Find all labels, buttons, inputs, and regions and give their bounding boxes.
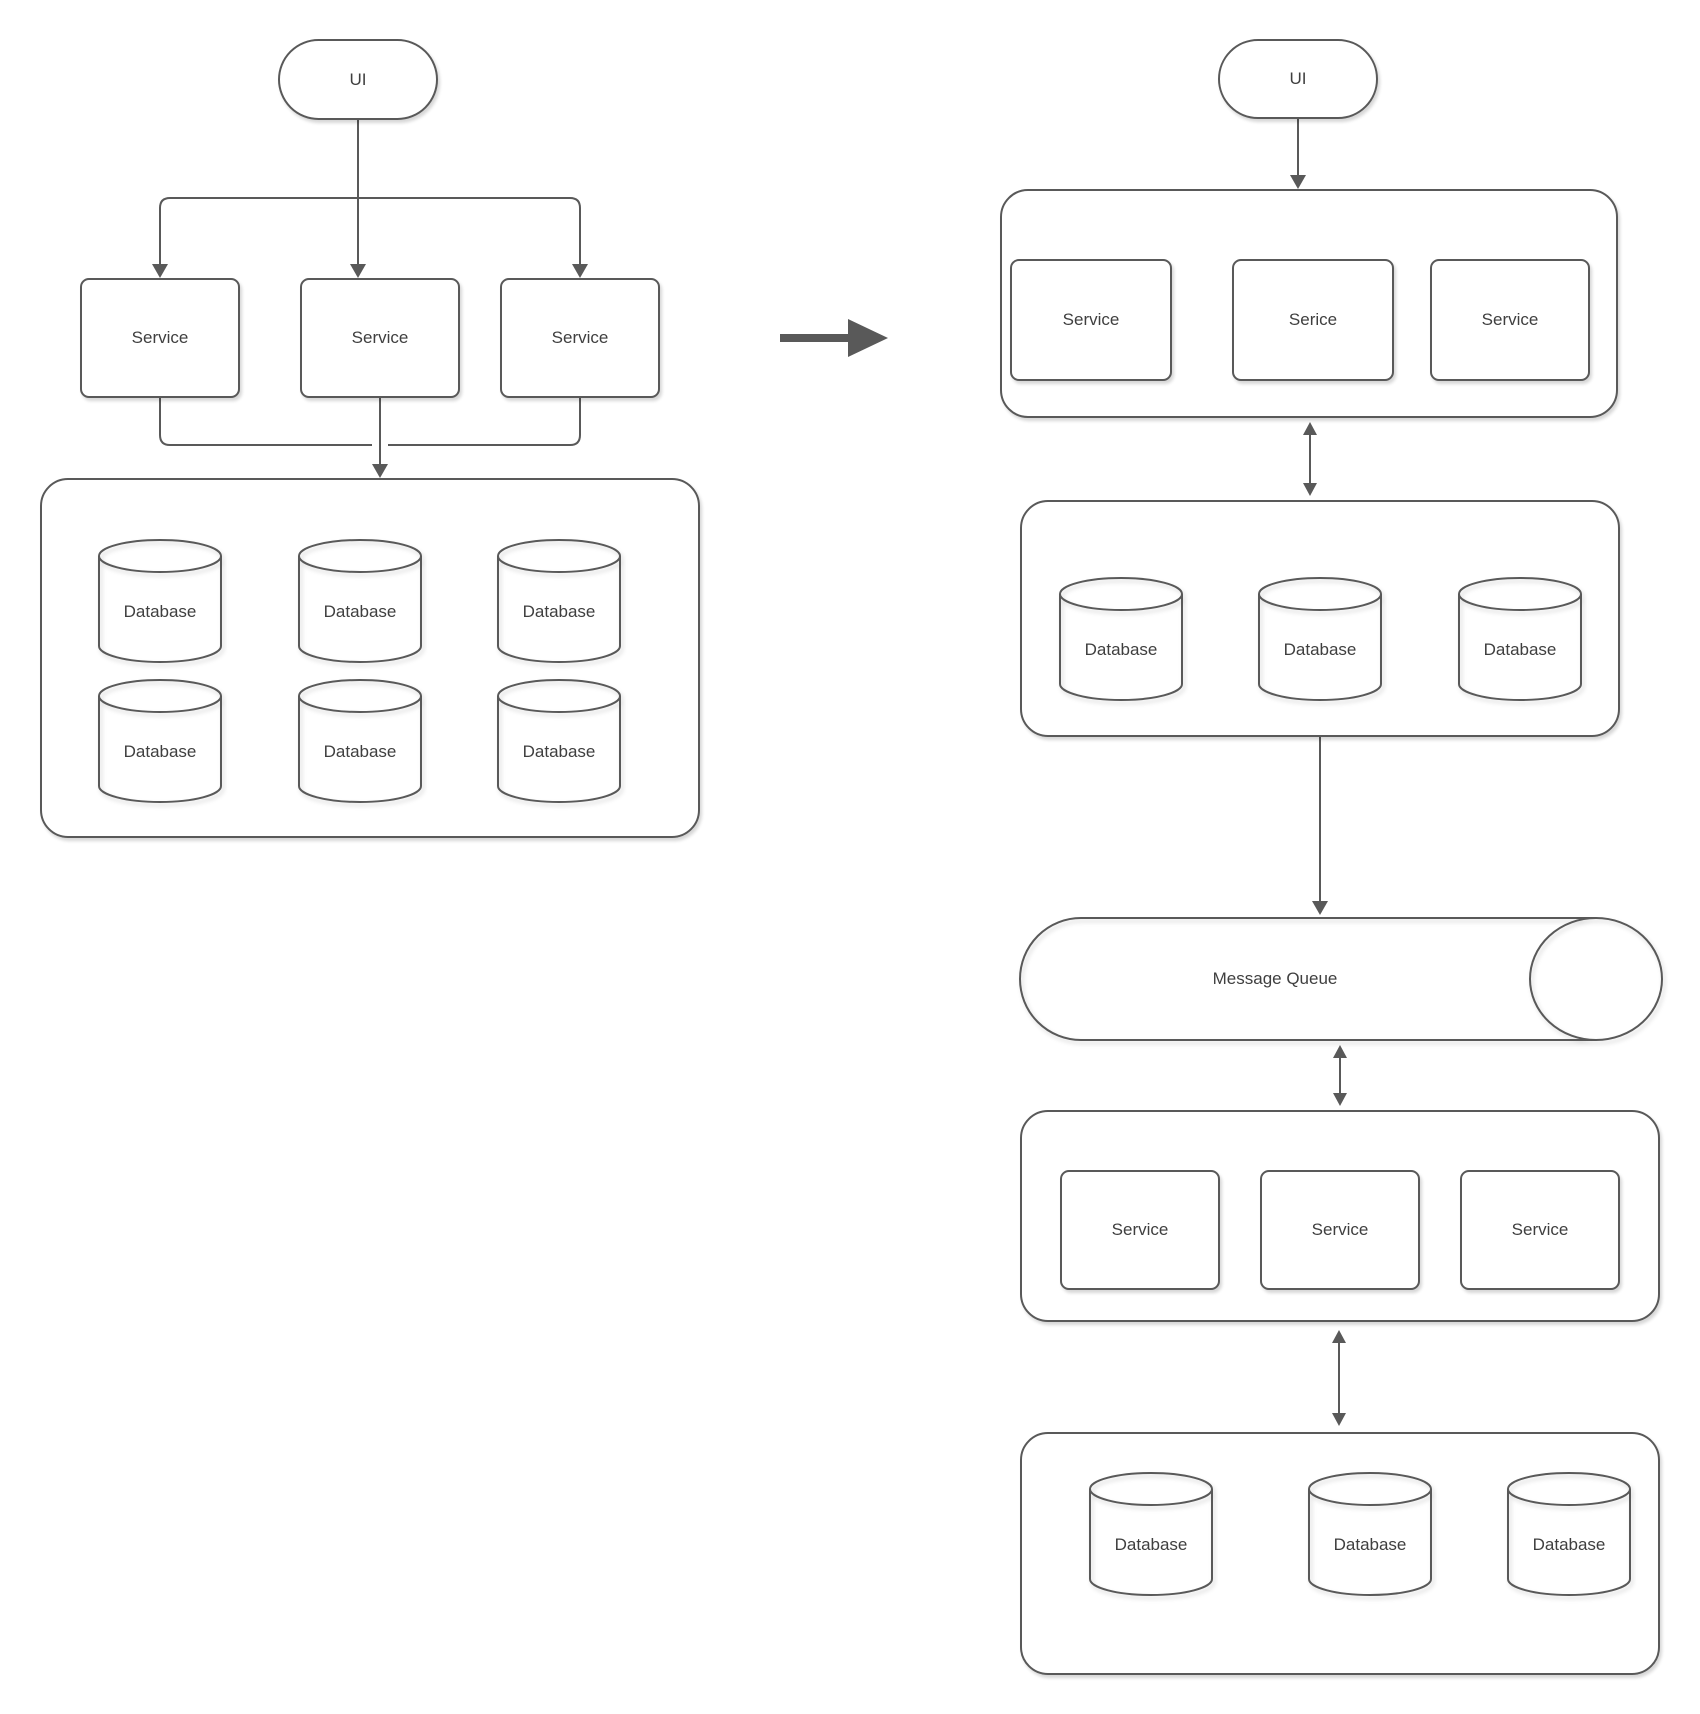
right-bottom-service-node-1: Service (1060, 1170, 1220, 1290)
left-service-node-3: Service (500, 278, 660, 398)
service-label: Service (351, 328, 409, 347)
service-label: Service (1062, 310, 1120, 329)
left-ui-node: UI (278, 39, 438, 120)
message-queue-label-text: Message Queue (1212, 969, 1338, 988)
right-services-databases-biarrow-2 (1332, 1330, 1346, 1426)
arrowhead-down (572, 264, 588, 278)
service-label: Service (1511, 1220, 1569, 1239)
right-ui-to-services-connector (1290, 119, 1306, 189)
arrowhead-down (152, 264, 168, 278)
left-service-node-2: Service (300, 278, 460, 398)
right-bottom-database-tier-container (1020, 1432, 1660, 1675)
left-ui-to-services-connector (152, 120, 588, 278)
connector-line (358, 197, 581, 264)
message-queue-body (1019, 917, 1596, 1041)
arrowhead-down (1333, 1093, 1347, 1106)
arrowhead-up (1303, 422, 1317, 435)
right-services-databases-biarrow (1303, 422, 1317, 496)
left-services-to-databases-connector (159, 398, 581, 478)
connector-line (159, 398, 372, 446)
right-bottom-service-node-2: Service (1260, 1170, 1420, 1290)
connector-line (159, 197, 358, 264)
right-top-database-tier-container (1020, 500, 1620, 737)
right-queue-services-biarrow (1333, 1045, 1347, 1106)
service-label: Service (131, 328, 189, 347)
message-queue-label: Message Queue (1020, 918, 1530, 1040)
arrowhead-down (1303, 483, 1317, 496)
arrowhead-down (372, 464, 388, 478)
arrowhead-up (1333, 1045, 1347, 1058)
left-database-cluster-container (40, 478, 700, 838)
arrowhead-down (1290, 175, 1306, 189)
service-label: Service (1481, 310, 1539, 329)
right-bottom-service-node-3: Service (1460, 1170, 1620, 1290)
message-queue-cap (1529, 917, 1663, 1041)
service-label: Serice (1288, 310, 1338, 329)
service-label: Service (1111, 1220, 1169, 1239)
right-ui-label: UI (1289, 69, 1307, 88)
right-top-service-node-2: Serice (1232, 259, 1394, 381)
right-ui-node: UI (1218, 39, 1378, 119)
right-top-service-node-1: Service (1010, 259, 1172, 381)
connector-line (388, 398, 581, 446)
arrowhead-down (350, 264, 366, 278)
left-service-node-1: Service (80, 278, 240, 398)
service-label: Service (1311, 1220, 1369, 1239)
transform-arrow-icon (780, 319, 888, 357)
message-queue-shape (1019, 917, 1663, 1041)
arrowhead-down (1332, 1413, 1346, 1426)
left-ui-label: UI (349, 69, 367, 89)
arrowhead-down (1312, 901, 1328, 915)
right-databases-to-queue-connector (1312, 737, 1328, 915)
arrowhead-right (848, 319, 888, 357)
arrowhead-up (1332, 1330, 1346, 1343)
right-top-service-node-3: Service (1430, 259, 1590, 381)
service-label: Service (551, 328, 609, 347)
